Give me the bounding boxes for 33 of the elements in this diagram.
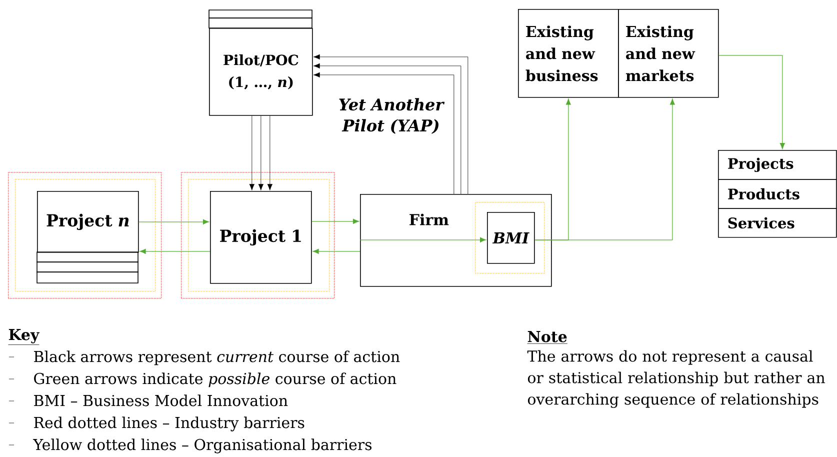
arrow: [312, 248, 360, 254]
key-item: Black arrows represent current course of action: [34, 350, 400, 366]
heading: Note: [527, 331, 568, 344]
barrier-frame: [188, 179, 330, 292]
heading: Key: [8, 329, 40, 345]
process-box: BMI: [487, 212, 535, 264]
arrow: [267, 116, 272, 190]
arrow: [138, 219, 210, 224]
barrier-frame: [8, 172, 162, 299]
stacked-box: Pilot/POC (1, …, n): [208, 10, 313, 116]
barrier-frame: [181, 172, 335, 299]
list-row: Services: [718, 208, 837, 238]
arrow: [534, 98, 675, 240]
key-item: Green arrows indicate possible course of action: [34, 372, 396, 388]
arrow: [140, 248, 210, 254]
arrow: [258, 116, 264, 190]
edge-label: Yet Another Pilot (YAP): [339, 98, 445, 134]
process-box: Existing and new business: [518, 9, 619, 98]
list-row: Projects: [718, 150, 837, 180]
key-item: Yellow dotted lines – Organisational barriers: [33, 438, 372, 454]
list-row: Products: [718, 179, 837, 209]
barrier-frame: [475, 202, 545, 274]
note-text: The arrows do not represent a causal or statistical relationship but rather an overarching sequence of relationships: [527, 350, 825, 408]
arrow: [249, 116, 254, 190]
stacked-box: Project n: [36, 191, 139, 284]
arrow: [312, 218, 360, 224]
process-box: Existing and new markets: [618, 9, 719, 98]
key-item: BMI – Business Model Innovation: [34, 394, 288, 406]
key-item: Red dotted lines – Industry barriers: [34, 416, 304, 432]
arrow: [718, 55, 785, 150]
process-box: Project 1: [210, 191, 312, 284]
arrow: [360, 237, 486, 242]
barrier-frame: [15, 179, 156, 292]
